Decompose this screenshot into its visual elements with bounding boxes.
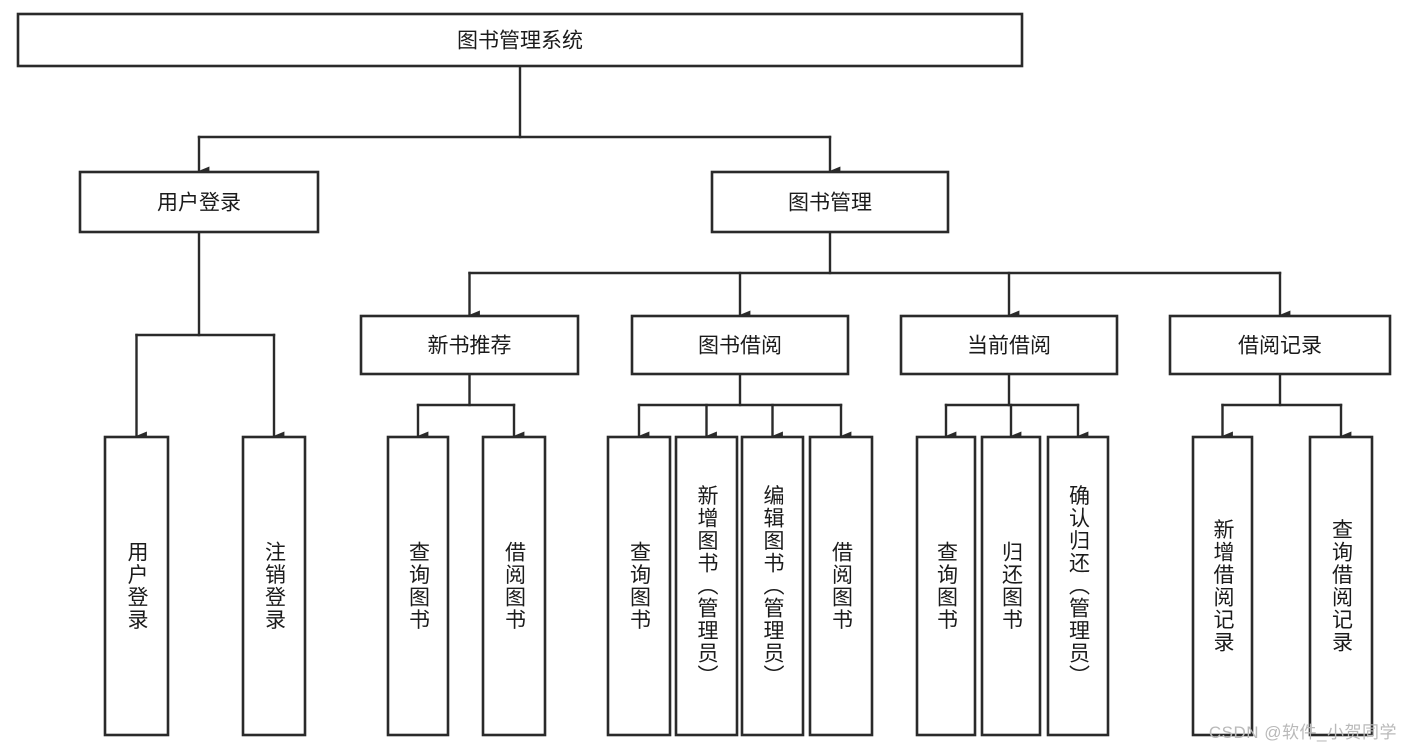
node-leaf-query-record-label: 查询借阅记录 <box>1330 519 1354 654</box>
node-leaf-borrow-book-2-box[interactable] <box>808 435 874 737</box>
node-leaf-confirm-return-box[interactable] <box>1046 435 1110 737</box>
node-book-manage[interactable]: 图书管理 <box>710 170 950 234</box>
node-user-login-box[interactable] <box>78 170 320 234</box>
node-root-system-box[interactable] <box>16 12 1024 68</box>
node-current-borrow[interactable]: 当前借阅 <box>899 314 1119 376</box>
node-book-manage-box[interactable] <box>710 170 950 234</box>
node-new-book-rec[interactable]: 新书推荐 <box>359 314 580 376</box>
node-book-borrow-label: 图书借阅 <box>698 335 782 358</box>
node-current-borrow-label: 当前借阅 <box>967 335 1051 358</box>
node-leaf-return-book-box[interactable] <box>980 435 1042 737</box>
node-leaf-add-book-box[interactable] <box>674 435 739 737</box>
node-leaf-query-book-3[interactable]: 查询图书 <box>915 435 977 737</box>
node-leaf-add-record-label: 新增借阅记录 <box>1211 519 1235 654</box>
node-leaf-query-record[interactable]: 查询借阅记录 <box>1308 435 1374 737</box>
node-leaf-borrow-book-1-label: 借阅图书 <box>503 541 527 631</box>
node-leaf-user-login-box[interactable] <box>103 435 170 737</box>
node-book-borrow[interactable]: 图书借阅 <box>630 314 850 376</box>
node-leaf-user-login[interactable]: 用户登录 <box>103 435 170 737</box>
node-leaf-borrow-book-2[interactable]: 借阅图书 <box>808 435 874 737</box>
node-leaf-query-book-3-box[interactable] <box>915 435 977 737</box>
node-root-system-label: 图书管理系统 <box>457 30 583 53</box>
node-leaf-query-book-3-label: 查询图书 <box>935 541 959 631</box>
node-leaf-add-book-label: 新增图书（管理员） <box>695 485 719 688</box>
node-user-login-label: 用户登录 <box>157 192 241 215</box>
node-leaf-edit-book[interactable]: 编辑图书（管理员） <box>740 435 805 737</box>
node-leaf-return-book[interactable]: 归还图书 <box>980 435 1042 737</box>
node-root-system[interactable]: 图书管理系统 <box>16 12 1024 68</box>
node-leaf-add-record[interactable]: 新增借阅记录 <box>1191 435 1254 737</box>
node-leaf-borrow-book-1[interactable]: 借阅图书 <box>481 435 547 737</box>
node-leaf-edit-book-label: 编辑图书（管理员） <box>761 485 785 688</box>
node-leaf-user-login-label: 用户登录 <box>125 541 149 631</box>
node-leaf-query-record-box[interactable] <box>1308 435 1374 737</box>
node-leaf-query-book-1-label: 查询图书 <box>407 541 431 631</box>
node-book-manage-label: 图书管理 <box>788 192 872 215</box>
node-leaf-logout-label: 注销登录 <box>263 541 287 631</box>
node-leaf-edit-book-box[interactable] <box>740 435 805 737</box>
connector-lines-layer <box>135 64 1352 441</box>
node-leaf-logout[interactable]: 注销登录 <box>241 435 307 737</box>
node-borrow-record-label: 借阅记录 <box>1238 335 1322 358</box>
node-new-book-rec-label: 新书推荐 <box>428 335 512 358</box>
node-borrow-record[interactable]: 借阅记录 <box>1168 314 1392 376</box>
node-leaf-add-book[interactable]: 新增图书（管理员） <box>674 435 739 737</box>
node-leaf-query-book-1[interactable]: 查询图书 <box>386 435 450 737</box>
node-leaf-query-book-1-box[interactable] <box>386 435 450 737</box>
node-leaf-borrow-book-2-label: 借阅图书 <box>830 541 854 631</box>
node-current-borrow-box[interactable] <box>899 314 1119 376</box>
node-leaf-add-record-box[interactable] <box>1191 435 1254 737</box>
node-boxes-layer: 图书管理系统用户登录图书管理新书推荐图书借阅当前借阅借阅记录用户登录注销登录查询… <box>16 12 1392 737</box>
node-user-login[interactable]: 用户登录 <box>78 170 320 234</box>
node-leaf-confirm-return[interactable]: 确认归还（管理员） <box>1046 435 1110 737</box>
node-leaf-query-book-2[interactable]: 查询图书 <box>606 435 672 737</box>
node-new-book-rec-box[interactable] <box>359 314 580 376</box>
node-leaf-logout-box[interactable] <box>241 435 307 737</box>
node-leaf-confirm-return-label: 确认归还（管理员） <box>1067 485 1091 688</box>
node-borrow-record-box[interactable] <box>1168 314 1392 376</box>
node-book-borrow-box[interactable] <box>630 314 850 376</box>
node-leaf-return-book-label: 归还图书 <box>1000 541 1024 631</box>
node-leaf-borrow-book-1-box[interactable] <box>481 435 547 737</box>
node-leaf-query-book-2-label: 查询图书 <box>628 541 652 631</box>
node-leaf-query-book-2-box[interactable] <box>606 435 672 737</box>
